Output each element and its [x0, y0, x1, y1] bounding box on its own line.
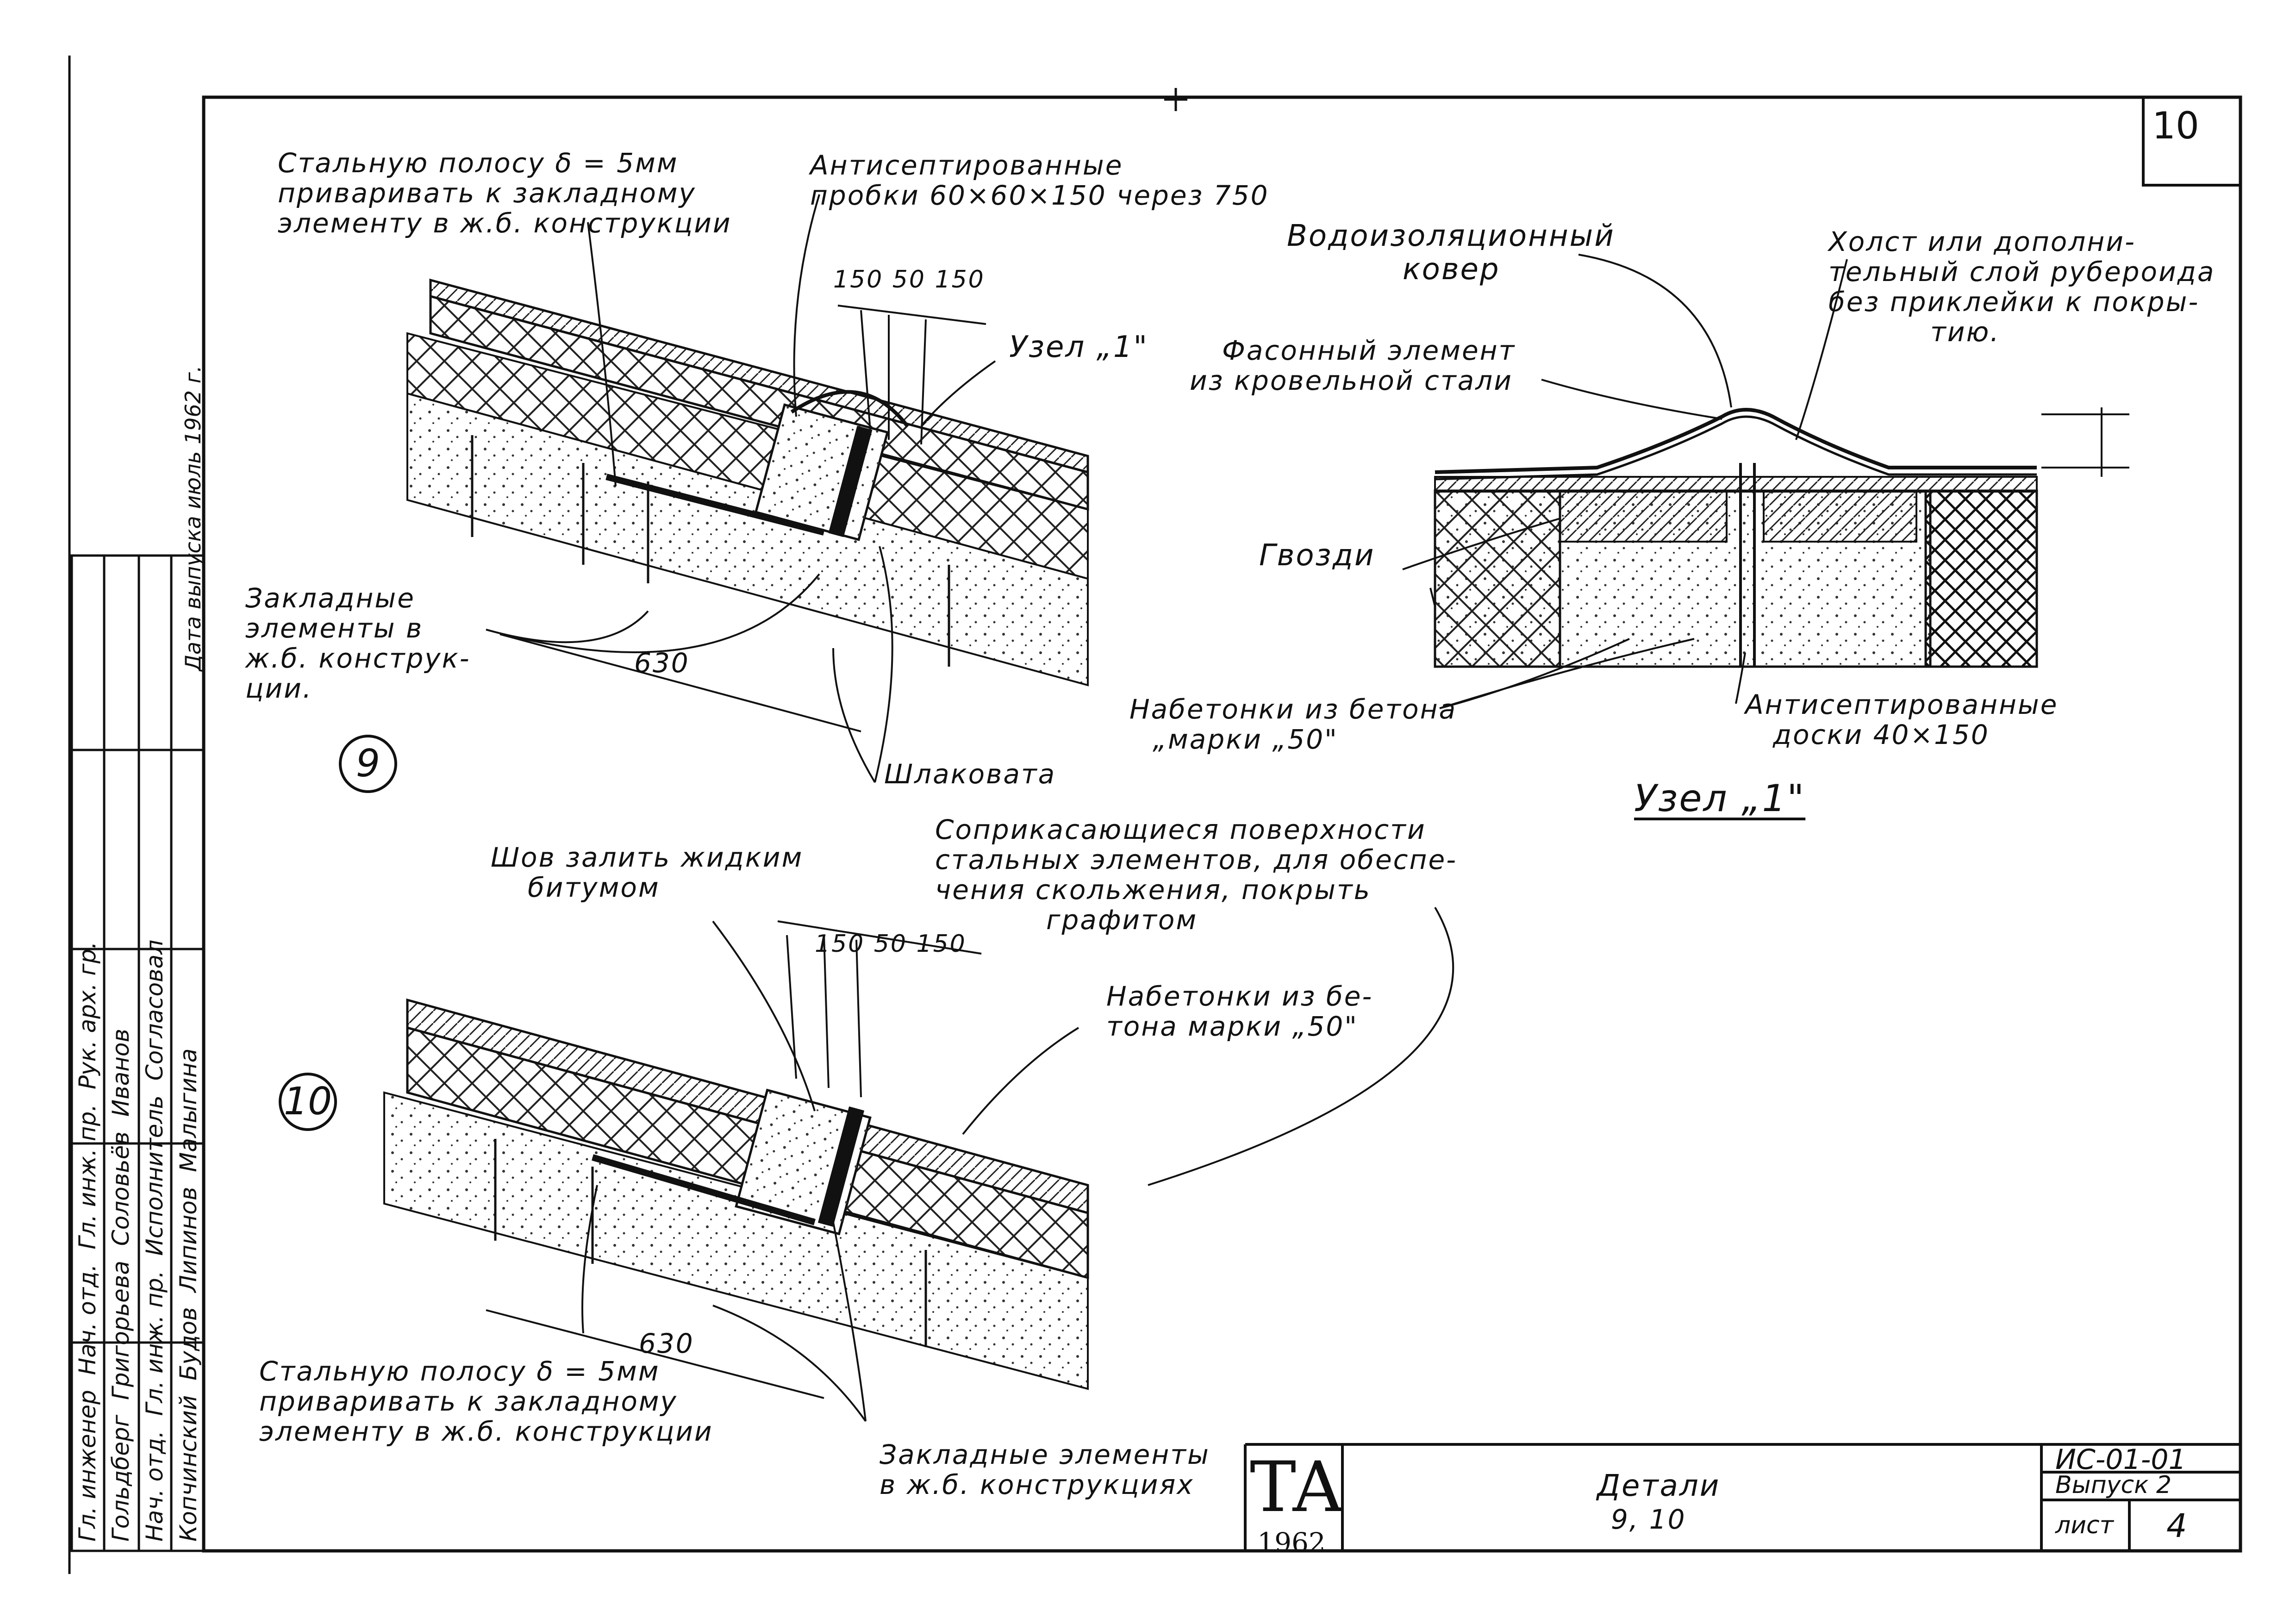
sheet-value: 4 — [2166, 1507, 2187, 1545]
node-1-concrete-note: Набетонки из бетона „марки „50" — [1129, 693, 1457, 755]
detail-9-slag-note: Шлаковата — [884, 758, 1056, 790]
node-1-canvas-note: Холст или дополни- тельный слой рубероид… — [1828, 226, 2215, 348]
issue: Выпуск 2 — [2055, 1471, 2172, 1499]
detail-10-top-dims: 150 50 150 — [815, 930, 967, 958]
detail-10-marker: 10 — [283, 1080, 332, 1124]
detail-9-node-ref: Узел „1" — [1009, 330, 1148, 364]
node-1-waterproof-note: Водоизоляционный ковер — [1287, 219, 1615, 287]
node-1-boards-note: Антисептированные доски 40×150 — [1745, 689, 2059, 750]
detail-9-plugs-note: Антисептированные пробки 60×60×150 через… — [810, 150, 1269, 211]
detail-10-contact-note: Соприкасающиеся поверхности стальных эле… — [935, 814, 1458, 936]
side-stamp-grid — [70, 554, 205, 1552]
detail-10-seam-note: Шов залить жидким битумом — [491, 842, 804, 903]
sheet-number: 10 — [2152, 104, 2199, 147]
detail-10-section — [279, 906, 1454, 1422]
publisher-logo: ТА 1962 — [1250, 1447, 1344, 1558]
detail-9-marker: 9 — [356, 742, 381, 786]
detail-9-strip-note: Стальную полосу δ = 5мм приваривать к за… — [278, 147, 732, 239]
detail-9-section — [339, 194, 1089, 793]
node-1-nails-note: Гвозди — [1259, 538, 1375, 573]
detail-10-span-dim: 630 — [639, 1328, 694, 1359]
title-block-grid — [1244, 1443, 2240, 1551]
detail-9-embedded-note: Закладные элементы в ж.б. конструк- ции. — [245, 582, 471, 704]
detail-9-span-dim: 630 — [634, 647, 690, 679]
detail-10-strip-note: Стальную полосу δ = 5мм приваривать к за… — [259, 1355, 713, 1447]
stamp-column-1: Гл. инженер Нач. отд. Гл. инж. пр. Рук. … — [74, 941, 101, 1542]
node-1-section — [1402, 254, 2129, 709]
stamp-column-4: Копчинский Будов Липинов Малыгина — [175, 1048, 202, 1542]
title-line-2: 9, 10 — [1611, 1504, 1686, 1535]
designation: ИС-01-01 — [2055, 1443, 2186, 1476]
detail-9-top-dims: 150 50 150 — [833, 266, 985, 294]
sheet-number-box — [2142, 96, 2242, 187]
stamp-column-3: Нач. отд. Гл. инж. пр. Исполнитель Согла… — [141, 939, 168, 1542]
title-line-1: Детали — [1597, 1469, 1721, 1503]
node-1-title: Узел „1" — [1634, 777, 1806, 820]
sheet-label: лист — [2055, 1512, 2114, 1539]
detail-10-embedded-note: Закладные элементы в ж.б. конструкциях — [880, 1439, 1210, 1500]
node-1-profiled-note: Фасонный элемент из кровельной стали — [1190, 335, 1516, 396]
detail-10-concrete-note: Набетонки из бе- тона марки „50" — [1106, 981, 1373, 1042]
stamp-date: Дата выпуска июль 1962 г. — [181, 365, 206, 671]
stamp-column-2: Гольдберг Григорьева Соловьёв Иванов — [107, 1029, 134, 1542]
